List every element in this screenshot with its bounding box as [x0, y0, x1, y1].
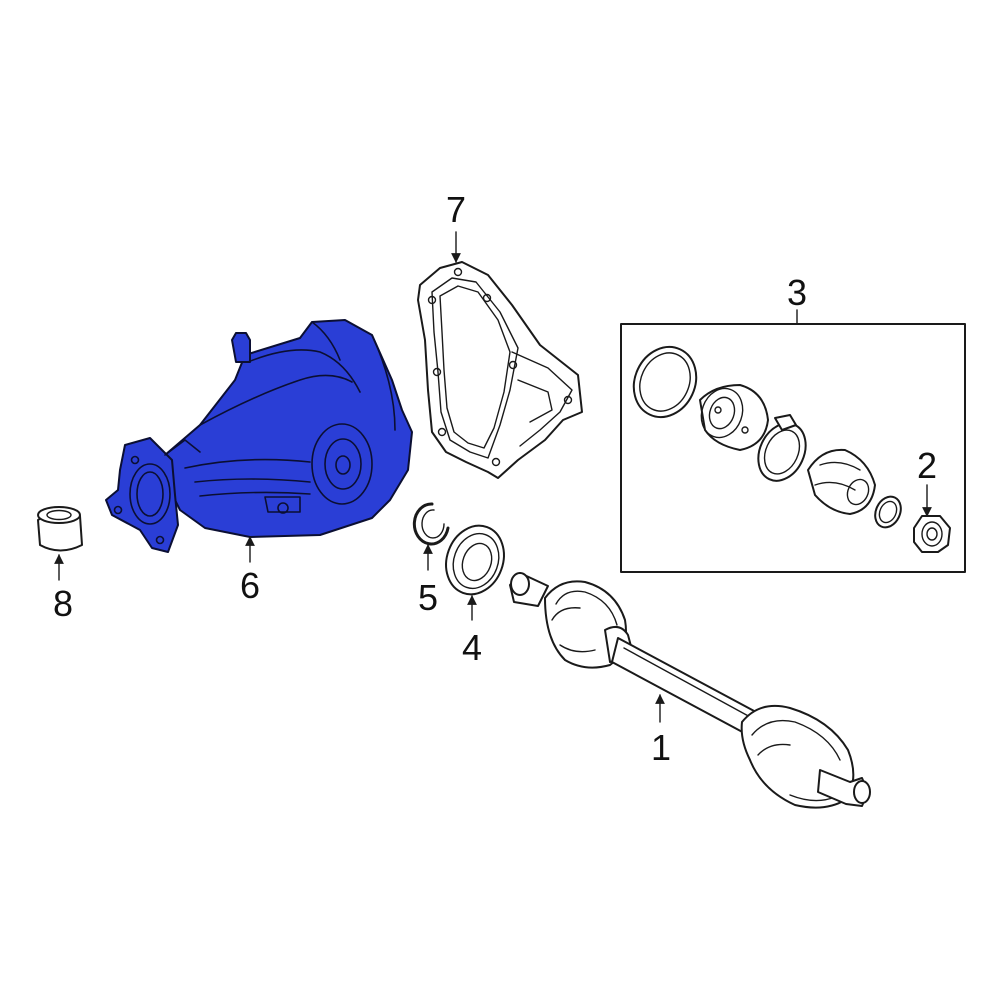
- callouts: 1 2 3 4 5 6 7 8: [53, 189, 937, 768]
- callout-7[interactable]: 7: [446, 189, 466, 230]
- part-4-seal[interactable]: [437, 518, 514, 603]
- callout-4[interactable]: 4: [462, 627, 482, 668]
- boot-kit-frame: [620, 323, 966, 573]
- part-7-cover-gasket[interactable]: [417, 261, 583, 479]
- callout-1[interactable]: 1: [651, 727, 671, 768]
- part-1-axle-shaft[interactable]: [509, 572, 871, 809]
- leader-lines: [54, 231, 932, 723]
- part-2-nut[interactable]: [913, 515, 951, 553]
- callout-3[interactable]: 3: [787, 272, 807, 313]
- part-5-snap-ring[interactable]: [412, 502, 450, 546]
- callout-5[interactable]: 5: [418, 577, 438, 618]
- part-6-differential-housing[interactable]: [105, 319, 413, 553]
- part-8-bushing[interactable]: [37, 506, 83, 552]
- callout-2[interactable]: 2: [917, 445, 937, 486]
- callout-6[interactable]: 6: [240, 565, 260, 606]
- part-3-boot-kit[interactable]: [620, 323, 966, 573]
- callout-8[interactable]: 8: [53, 583, 73, 624]
